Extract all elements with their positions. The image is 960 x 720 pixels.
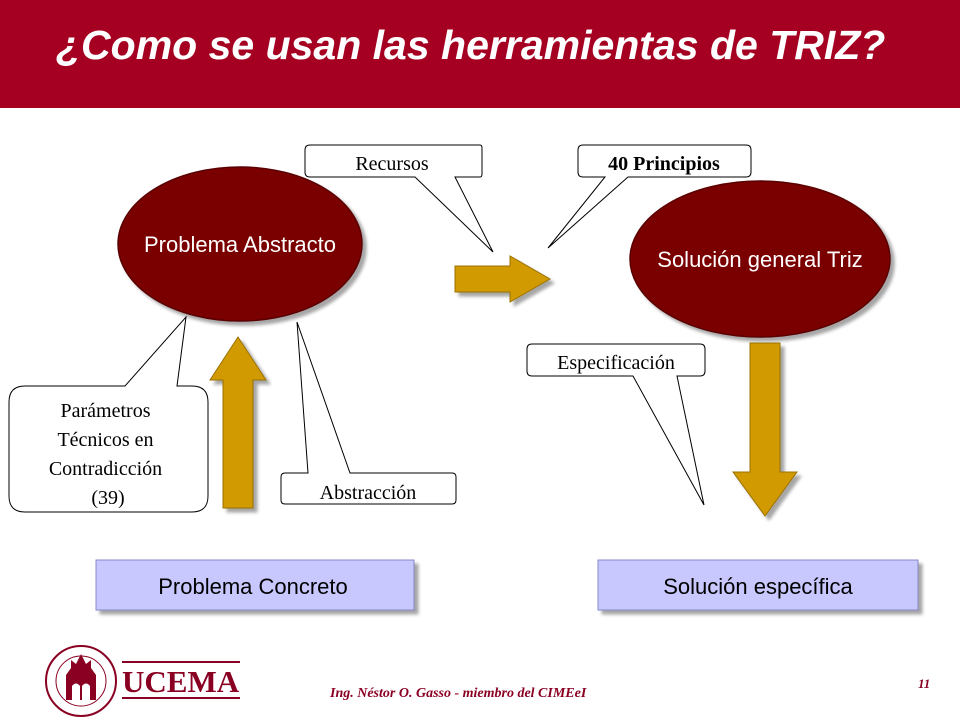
recursos-callout [304,144,494,253]
logo-rule-top [122,661,240,663]
especificacion-callout [526,343,706,506]
down-arrow [732,342,798,517]
problema-abstracto-label: Problema Abstracto [144,232,336,257]
recursos-label: Recursos [355,153,429,175]
solucion-especifica-label: Solución específica [663,574,853,599]
problema-concreto-label: Problema Concreto [158,574,348,599]
page-number: 11 [918,676,931,691]
parametros-callout [8,315,209,513]
solucion-especifica-box [597,559,919,611]
slide-title: ¿Como se usan las herramientas de TRIZ? [56,22,886,68]
abstraccion-label: Abstracción [320,482,417,504]
parametros-line-2: Técnicos en [57,429,153,451]
abstraccion-callout [280,321,457,505]
problema-concreto-box [95,559,415,611]
principios-callout [547,144,752,249]
solucion-general-label: Solución general Triz [657,247,862,272]
solucion-general-ellipse [629,180,891,338]
logo-rule-bottom [122,697,240,699]
logo-wordmark: UCEMA [122,664,240,699]
problema-abstracto-ellipse [117,166,363,322]
university-seal-icon [45,645,117,717]
footer-credit: Ing. Néstor O. Gasso - miembro del CIMEe… [330,686,587,701]
parametros-line-4: (39) [91,487,124,509]
principios-label: 40 Principios [608,153,720,175]
especificacion-label: Especificación [557,352,675,374]
parametros-label: Parámetros Técnicos en Contradicción (39… [49,400,167,509]
parametros-line-1: Parámetros [61,400,151,422]
right-arrow [454,255,552,303]
up-arrow [209,336,267,509]
title-banner: ¿Como se usan las herramientas de TRIZ? [0,0,960,108]
parametros-line-3: Contradicción [49,458,162,480]
